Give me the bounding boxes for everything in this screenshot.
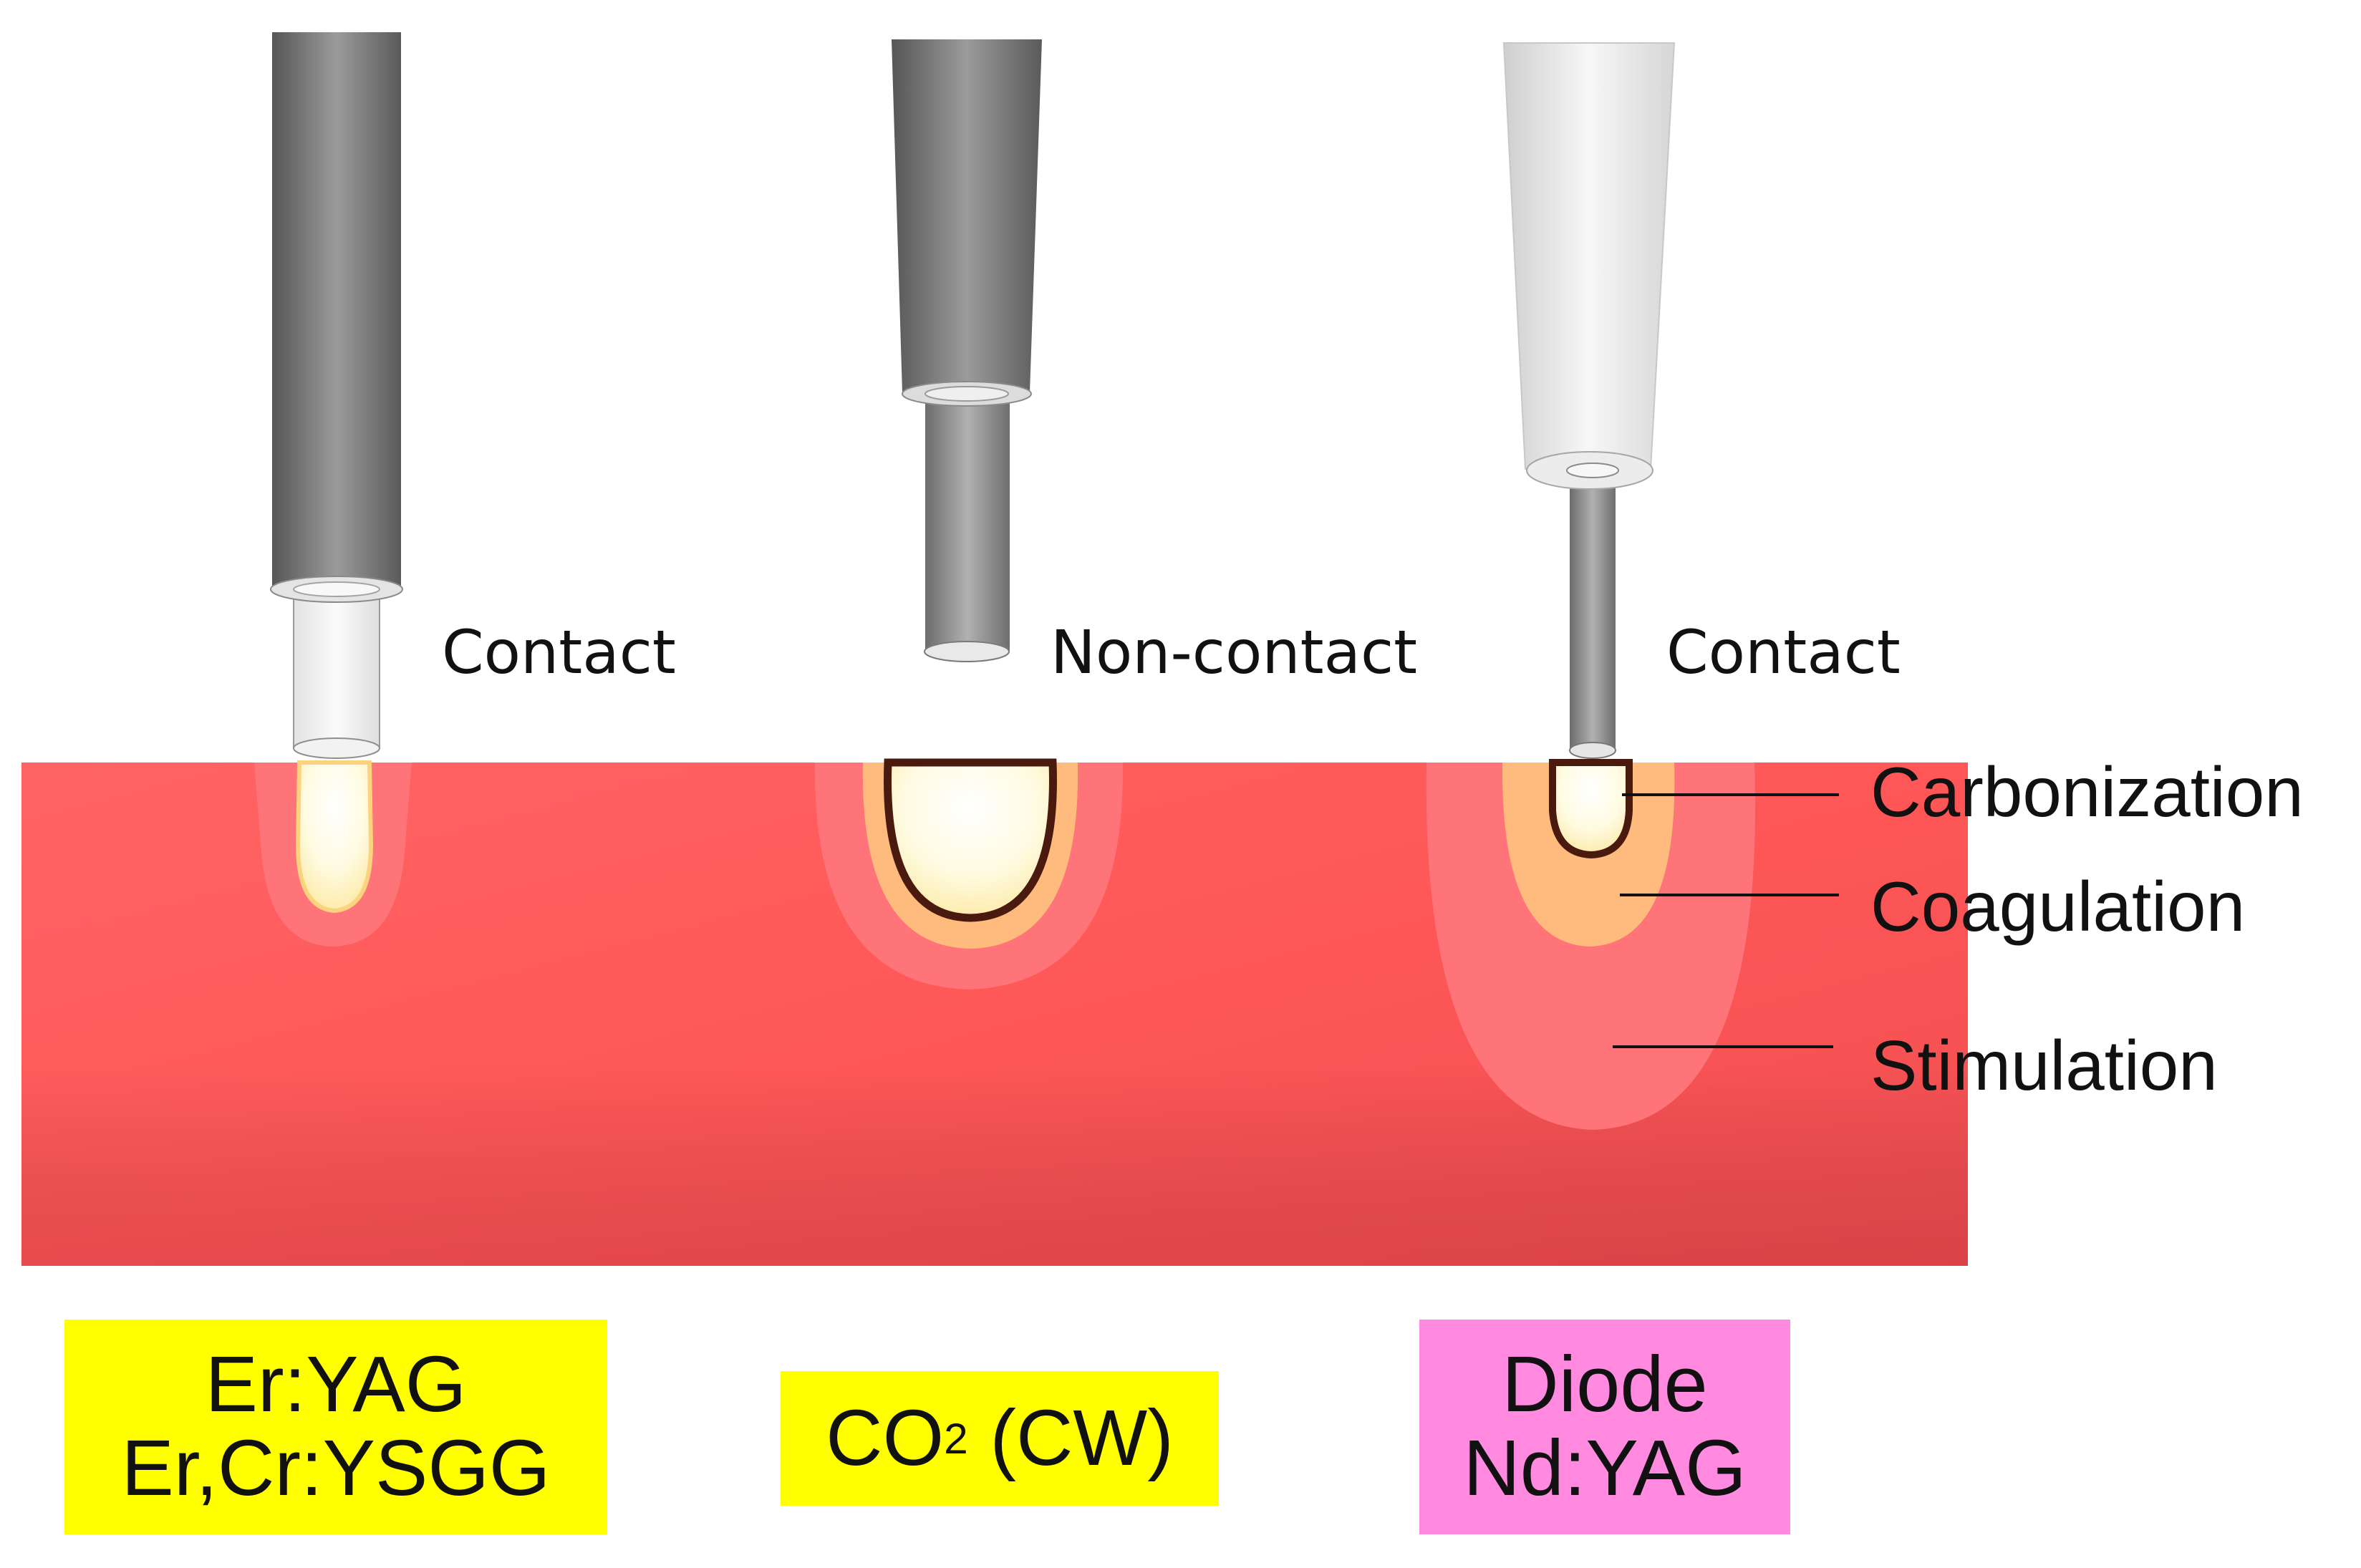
co2-subscript: 2 [944,1413,968,1463]
carbonization-ring-3 [1549,759,1633,859]
tip-mode-label-3: Contact [1666,617,1901,687]
diode-damage-zone [1426,759,1755,1130]
tip-mode-label-1: Contact [442,617,676,687]
diode-laser-box: Diode Nd:YAG [1419,1320,1790,1534]
erbium-line-1: Er:YAG [205,1340,467,1429]
leader-lines [1613,793,1839,1048]
tip-mode-label-2: Non-contact [1051,617,1417,687]
stimulation-label: Stimulation [1870,1026,2218,1105]
carbonization-label: Carbonization [1870,752,2304,831]
hot-core-1 [295,760,374,914]
diode-handpiece [1502,42,1676,759]
erbium-laser-box: Er:YAG Er,Cr:YSGG [64,1320,607,1534]
diode-line-2: Nd:YAG [1463,1424,1747,1512]
coagulation-label: Coagulation [1870,867,2245,946]
diode-line-1: Diode [1502,1340,1708,1429]
co2-handpiece [892,39,1042,662]
carbonization-ring-2 [884,758,1057,922]
erbium-line-2: Er,Cr:YSGG [121,1424,551,1512]
co2-prefix: CO [826,1393,945,1482]
erbium-handpiece [270,32,403,759]
erbium-damage-zone [254,760,412,947]
co2-suffix: (CW) [967,1393,1174,1482]
co2-damage-zone [814,758,1124,989]
